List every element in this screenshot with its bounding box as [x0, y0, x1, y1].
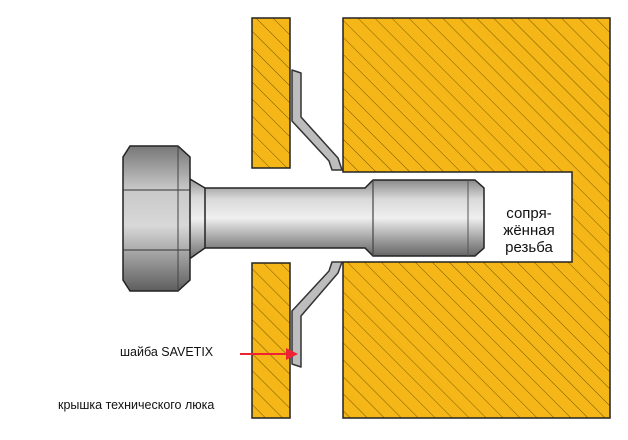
cover-plate-lower	[251, 262, 291, 419]
thread-label-line-2: жённая	[503, 222, 555, 239]
washer-lower	[291, 261, 343, 368]
washer-label: шайба SAVETIX	[120, 345, 214, 359]
thread-label-line-1: сопря-	[506, 205, 552, 222]
thread-label: сопря- жённая резьба	[488, 205, 570, 256]
washer-upper	[291, 69, 343, 171]
savetix-washer	[291, 69, 343, 368]
cover-plate	[251, 17, 291, 419]
bolt-head	[122, 145, 191, 292]
bolt-shank	[199, 179, 485, 257]
washer-arrow	[240, 348, 298, 360]
thread-label-line-3: резьба	[505, 239, 553, 256]
cover-plate-upper	[251, 17, 291, 169]
base-block	[342, 17, 611, 419]
bolt	[122, 145, 485, 292]
cover-label: крышка технического люка	[58, 398, 215, 412]
